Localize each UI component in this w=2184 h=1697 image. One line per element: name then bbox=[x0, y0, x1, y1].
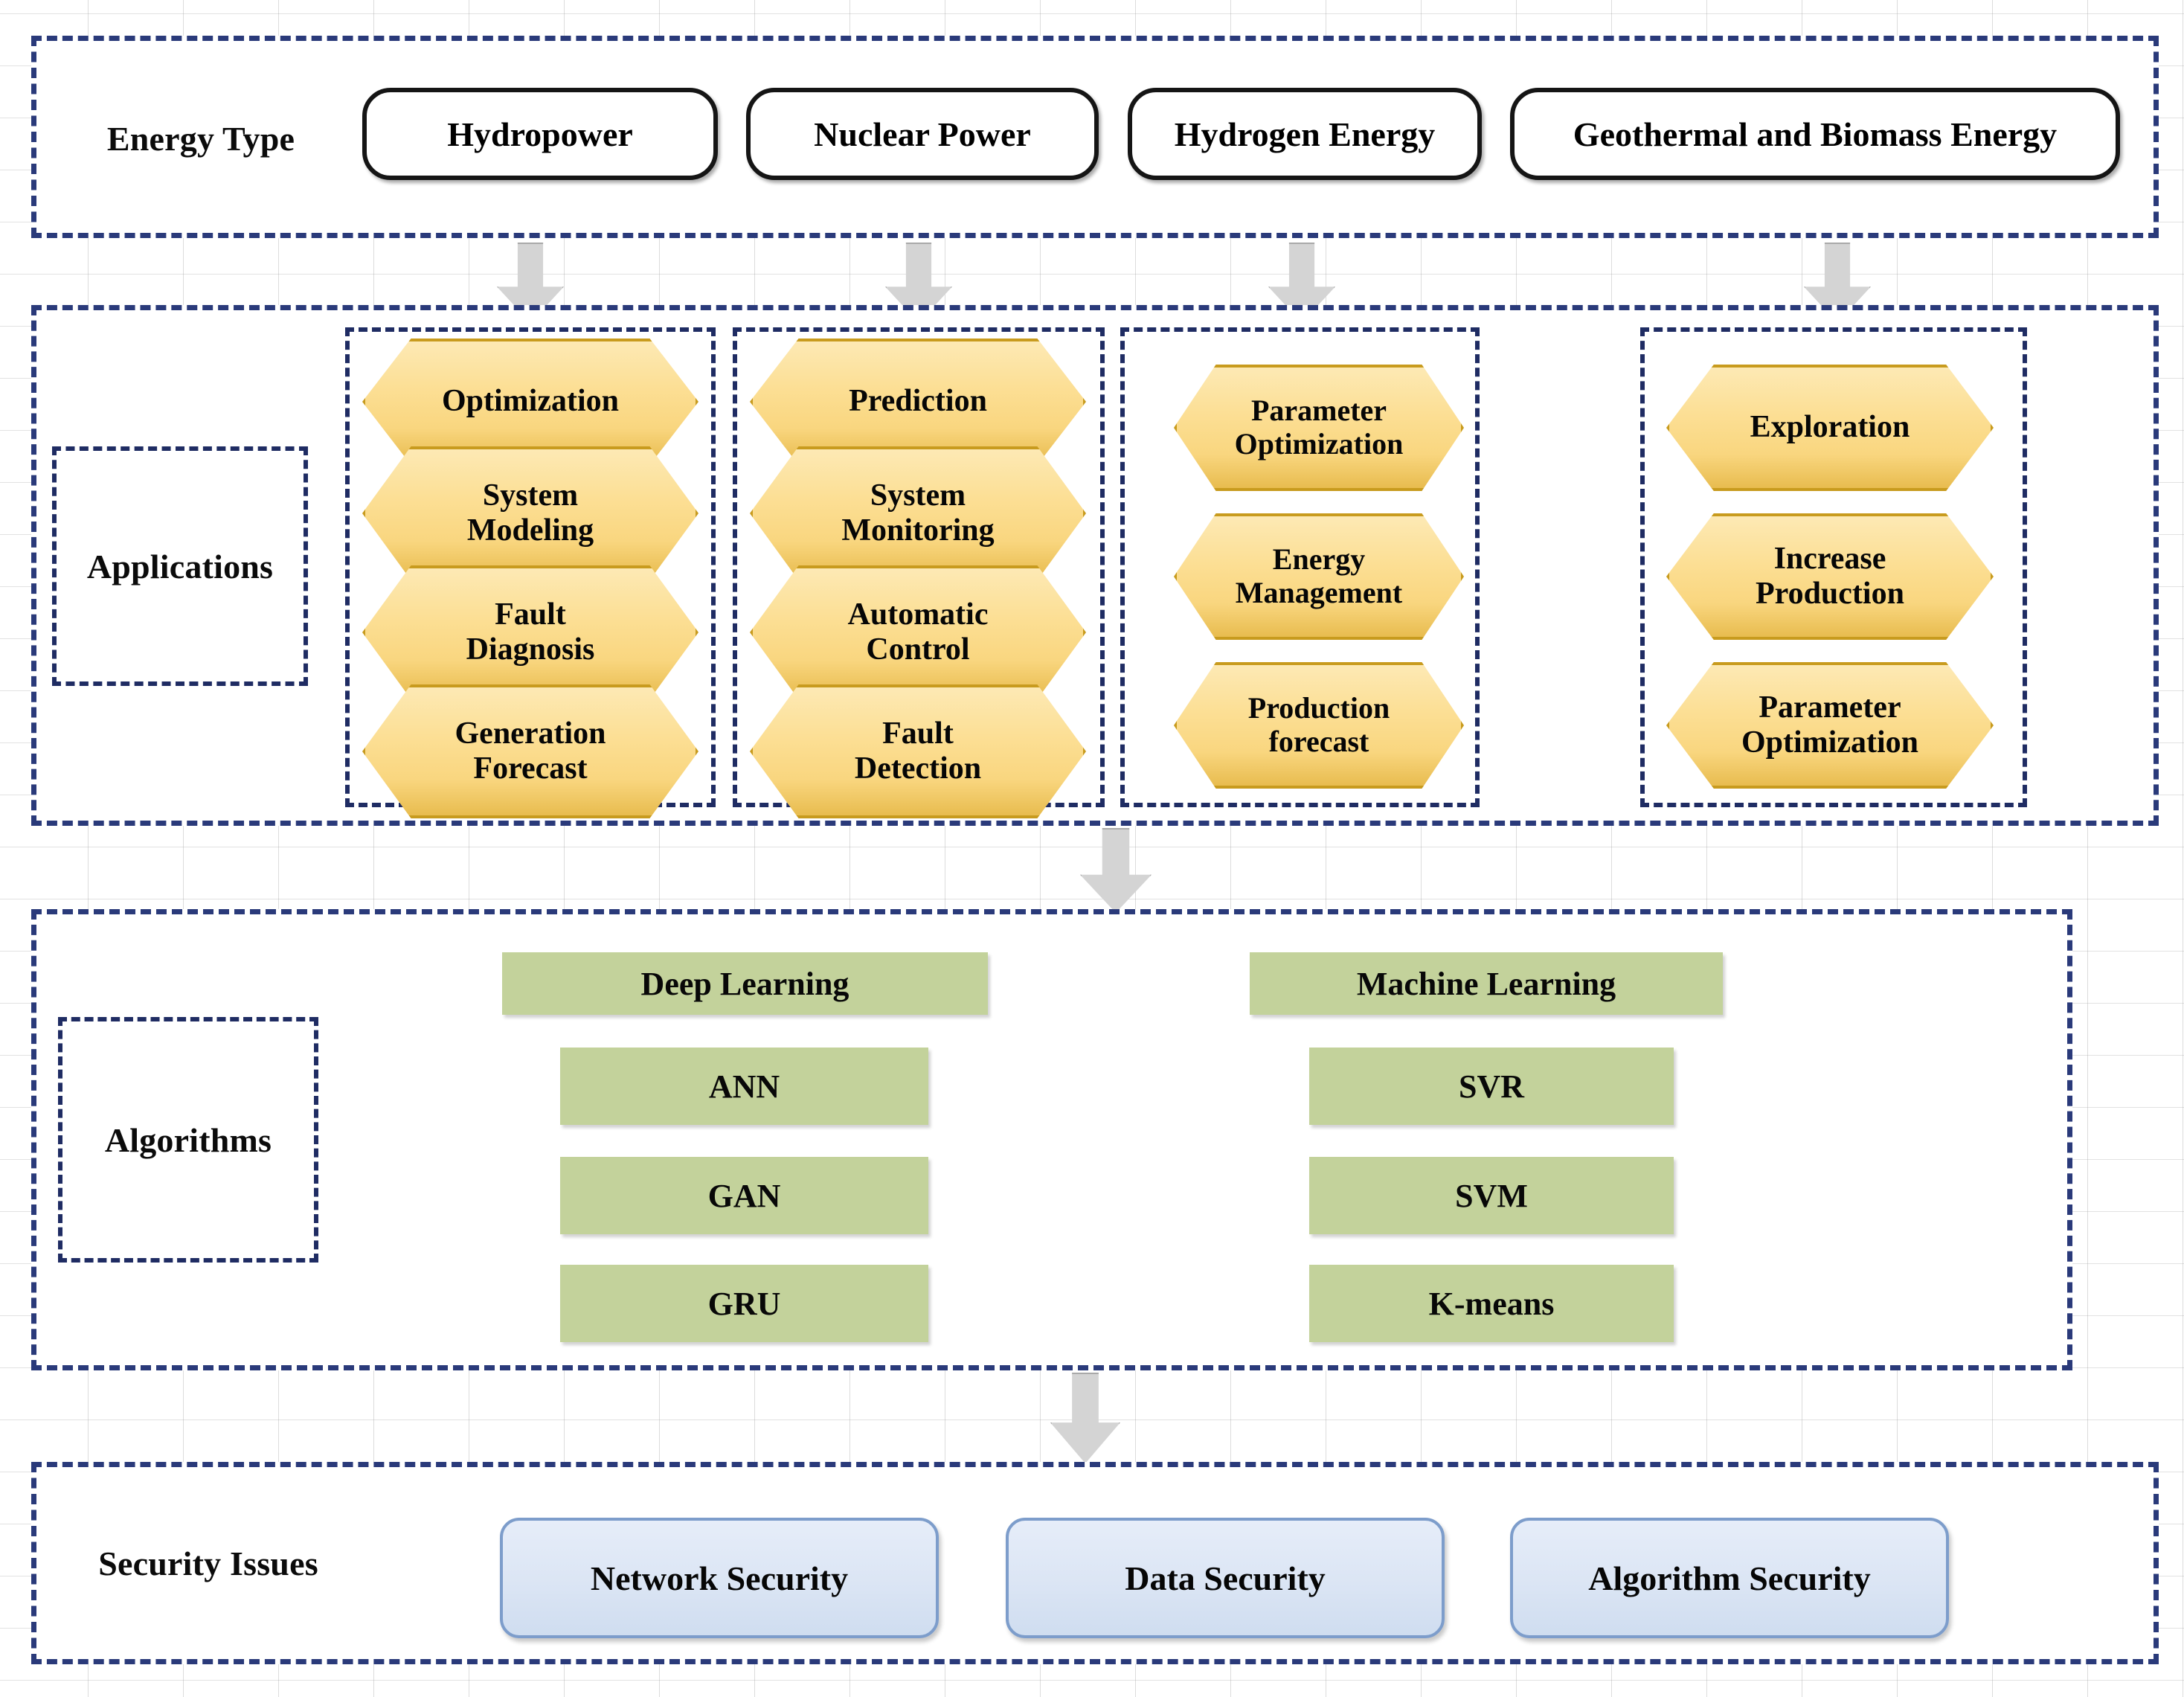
algorithm-item-label: K-means bbox=[1428, 1285, 1555, 1322]
algorithm-heading-label: Machine Learning bbox=[1356, 965, 1616, 1002]
application-hex[interactable]: Parameter Optimization bbox=[1174, 365, 1464, 491]
security-issue-label: Network Security bbox=[590, 1559, 849, 1597]
energy-type-nuclear-power[interactable]: Nuclear Power bbox=[746, 88, 1099, 180]
energy-type-hydropower[interactable]: Hydropower bbox=[362, 88, 718, 180]
flow-arrow-applications-to-algorithms bbox=[1080, 828, 1152, 913]
energy-type-label: Nuclear Power bbox=[814, 115, 1031, 153]
application-hex[interactable]: System Monitoring bbox=[750, 446, 1086, 580]
energy-type-geothermal-biomass-energy[interactable]: Geothermal and Biomass Energy bbox=[1510, 88, 2120, 180]
energy-type-hydrogen-energy[interactable]: Hydrogen Energy bbox=[1128, 88, 1482, 180]
flow-arrow-algorithms-to-security bbox=[1050, 1373, 1120, 1463]
algorithm-group-heading-machine-learning: Machine Learning bbox=[1250, 952, 1723, 1015]
application-hex-label: Increase Production bbox=[1756, 541, 1904, 611]
application-hex-label: Fault Detection bbox=[854, 716, 982, 786]
algorithms-band bbox=[31, 909, 2072, 1370]
application-hex[interactable]: Increase Production bbox=[1666, 513, 1994, 640]
application-hex-label: Parameter Optimization bbox=[1741, 690, 1918, 760]
algorithm-item-label: GRU bbox=[707, 1285, 781, 1322]
algorithm-item-label: GAN bbox=[707, 1177, 781, 1214]
security-issue-label: Data Security bbox=[1125, 1559, 1326, 1597]
application-hex[interactable]: Energy Management bbox=[1174, 513, 1464, 640]
algorithm-item-svm[interactable]: SVM bbox=[1309, 1157, 1674, 1234]
algorithm-group-heading-deep-learning: Deep Learning bbox=[502, 952, 988, 1015]
application-hex[interactable]: Parameter Optimization bbox=[1666, 662, 1994, 789]
applications-row-label: Applications bbox=[52, 446, 308, 686]
application-hex[interactable]: Automatic Control bbox=[750, 565, 1086, 699]
application-hex-label: System Modeling bbox=[466, 478, 594, 548]
algorithm-item-label: ANN bbox=[708, 1068, 780, 1105]
algorithms-row-label: Algorithms bbox=[58, 1017, 318, 1263]
applications-group-geothermal-biomass bbox=[1640, 327, 2027, 807]
application-hex-label: Energy Management bbox=[1235, 542, 1403, 609]
application-hex[interactable]: Fault Detection bbox=[750, 684, 1086, 818]
security-issue-network-security[interactable]: Network Security bbox=[500, 1518, 939, 1638]
security-issue-data-security[interactable]: Data Security bbox=[1006, 1518, 1445, 1638]
application-hex-label: Generation Forecast bbox=[455, 716, 606, 786]
algorithm-item-gru[interactable]: GRU bbox=[560, 1265, 928, 1342]
algorithm-item-label: SVM bbox=[1455, 1177, 1528, 1214]
application-hex[interactable]: Generation Forecast bbox=[362, 684, 698, 818]
security-issues-row-label: Security Issues bbox=[98, 1544, 318, 1582]
energy-type-label: Geothermal and Biomass Energy bbox=[1573, 115, 2058, 153]
application-hex-label: Prediction bbox=[849, 384, 987, 419]
algorithm-heading-label: Deep Learning bbox=[640, 965, 849, 1002]
algorithm-item-gan[interactable]: GAN bbox=[560, 1157, 928, 1234]
energy-type-label: Hydrogen Energy bbox=[1174, 115, 1436, 153]
application-hex-label: Automatic Control bbox=[847, 597, 989, 667]
application-hex[interactable]: Optimization bbox=[362, 339, 698, 465]
algorithm-item-label: SVR bbox=[1458, 1068, 1525, 1105]
application-hex-label: Production forecast bbox=[1247, 691, 1390, 758]
security-issue-label: Algorithm Security bbox=[1588, 1559, 1871, 1597]
security-issue-algorithm-security[interactable]: Algorithm Security bbox=[1510, 1518, 1949, 1638]
application-hex-label: System Monitoring bbox=[841, 478, 995, 548]
algorithm-item-k-means[interactable]: K-means bbox=[1309, 1265, 1674, 1342]
application-hex[interactable]: Fault Diagnosis bbox=[362, 565, 698, 699]
algorithm-item-ann[interactable]: ANN bbox=[560, 1048, 928, 1125]
application-hex-label: Parameter Optimization bbox=[1234, 394, 1404, 461]
application-hex[interactable]: Prediction bbox=[750, 339, 1086, 465]
energy-type-label: Hydropower bbox=[447, 115, 633, 153]
application-hex[interactable]: Exploration bbox=[1666, 365, 1994, 491]
application-hex-label: Exploration bbox=[1750, 410, 1910, 445]
application-hex-label: Fault Diagnosis bbox=[466, 597, 595, 667]
applications-group-hydrogen bbox=[1120, 327, 1480, 807]
application-hex[interactable]: Production forecast bbox=[1174, 662, 1464, 789]
energy-type-row-label: Energy Type bbox=[106, 119, 295, 158]
algorithm-item-svr[interactable]: SVR bbox=[1309, 1048, 1674, 1125]
application-hex-label: Optimization bbox=[442, 384, 619, 419]
application-hex[interactable]: System Modeling bbox=[362, 446, 698, 580]
